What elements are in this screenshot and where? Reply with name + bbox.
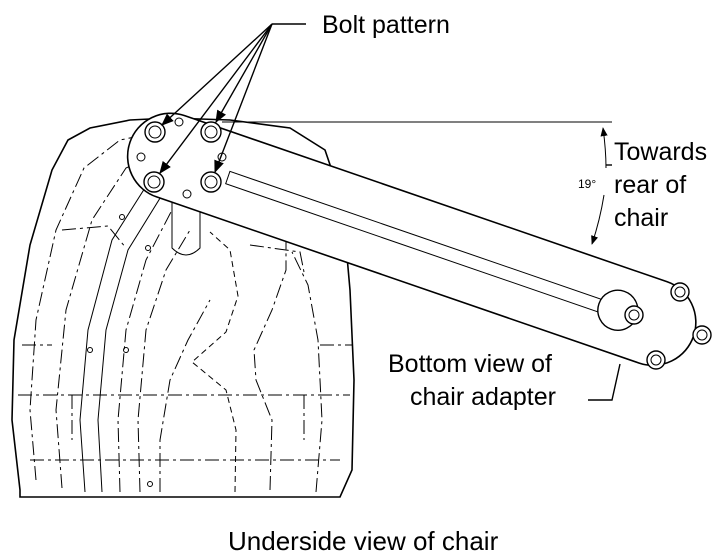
angle-label: 19° <box>578 177 596 191</box>
bolt-pattern-leaders <box>159 23 306 175</box>
angle-dimension <box>222 121 612 245</box>
towards-label-line3: chair <box>614 204 668 232</box>
chair-underside <box>11 117 355 498</box>
adapter-bolt-holes <box>136 117 712 370</box>
bolt-pattern-label: Bolt pattern <box>322 11 450 39</box>
towards-label-line2: rear of <box>614 171 686 199</box>
bottom-view-label-line1: Bottom view of <box>388 350 552 378</box>
diagram-caption: Underside view of chair <box>228 526 499 554</box>
bottom-view-label-line2: chair adapter <box>410 383 556 411</box>
towards-label-line1: Towards <box>614 138 707 166</box>
bottom-view-leader <box>588 363 621 401</box>
